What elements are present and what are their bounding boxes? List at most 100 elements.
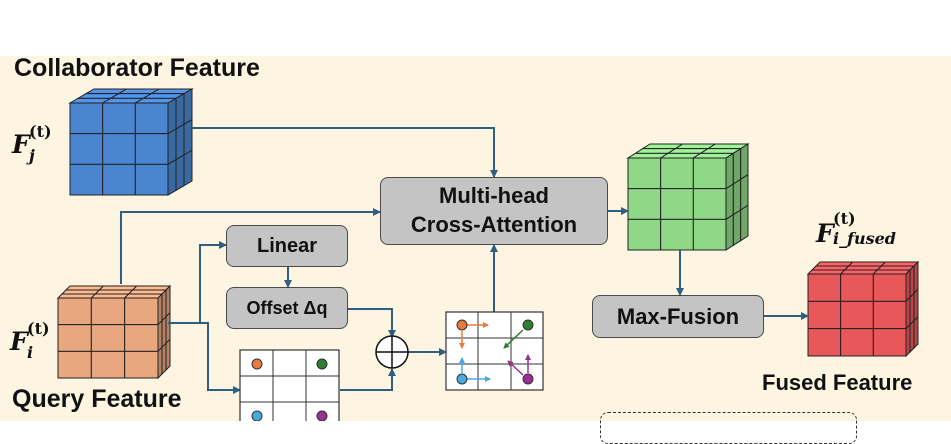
query-feature-cube-top-cell	[123, 293, 164, 299]
query-feature-cube-front-cell	[124, 297, 159, 326]
mhca-label-line2: Cross-Attention	[410, 212, 578, 237]
query-feature-cube-side-cell	[157, 346, 163, 380]
query-feature-cube-top-cell	[64, 285, 105, 291]
fused-feature-cube-side-cell	[913, 315, 919, 350]
deformed-point-green	[522, 319, 534, 331]
deformed-point-orange	[456, 319, 468, 331]
grid-point-green	[316, 358, 328, 370]
collaborator-feature-cube-front-cell	[102, 102, 136, 135]
collaborator-feature-cube-side-cell	[175, 123, 185, 161]
fi-base: F	[10, 327, 28, 356]
fused-feature-cube-front-cell	[840, 300, 874, 330]
query-feature-cube-front-cell	[57, 297, 92, 326]
query-feature-cube-top-cell	[127, 289, 168, 295]
attention-output-cube-side-cell	[725, 152, 734, 190]
query-feature-cube-side-cell	[161, 288, 167, 322]
attention-output-cube-side-cell	[732, 147, 742, 185]
deformed-point-purple	[522, 373, 534, 385]
fused-feature-cube-front-cell	[807, 300, 842, 330]
query-feature-cube-top-cell	[60, 289, 101, 295]
fused-feature-cube-top-cell	[872, 269, 912, 275]
collaborator-feature-cube-side-cell	[183, 88, 193, 126]
grid-point-blue	[251, 410, 263, 421]
collaborator-feature-cube-front-cell	[69, 133, 104, 165]
attention-output-cube-front-cell	[627, 157, 662, 190]
deformed-sampling-grid	[445, 311, 544, 391]
query-feature-cube-top-cell	[98, 285, 138, 291]
collaborator-feature-cube-side-cell	[167, 97, 177, 135]
fused-feature-cube-side-cell	[909, 264, 915, 299]
collaborator-feature-cube-side-cell	[183, 118, 193, 156]
fi-sub: i	[27, 343, 34, 362]
collaborator-feature-cube-front-cell	[134, 163, 169, 196]
attention-output-cube-side-cell	[725, 213, 734, 251]
attention-output-cube-side-cell	[732, 178, 742, 216]
query-feature-cube-front-cell	[124, 350, 159, 379]
arrow-offset-to-sum	[348, 308, 396, 338]
collaborator-feature-label: Collaborator Feature	[14, 54, 260, 82]
fused-feature-cube-side-cell	[905, 296, 911, 330]
collaborator-feature-cube-front-cell	[69, 163, 104, 196]
arrow-query-to-attention	[120, 208, 381, 284]
collaborator-feature-cube-side-cell	[175, 154, 185, 192]
fj-sup: (t)	[29, 122, 52, 141]
arrow-query-to-grid	[168, 322, 241, 394]
query-feature-label: Query Feature	[12, 385, 182, 413]
fused-feature-cube-side-cell	[909, 319, 915, 354]
attention-output-cube-side-cell	[732, 209, 742, 247]
query-feature-symbol: F (t) i	[10, 321, 50, 361]
query-feature-cube-front-cell	[90, 324, 126, 352]
ffused-base: F	[816, 219, 834, 248]
query-feature-cube-side-cell	[157, 292, 163, 326]
ffused-sup: (t)	[833, 209, 856, 228]
fused-feature-cube-front-cell	[840, 328, 874, 357]
fused-feature-cube-side-cell	[905, 268, 911, 303]
grid-point-purple	[316, 410, 328, 421]
collaborator-feature-cube-side-cell	[167, 158, 177, 196]
dashed-legend-box	[600, 412, 857, 444]
fused-feature-cube-side-cell	[909, 292, 915, 326]
attention-output-cube	[626, 143, 750, 251]
attention-output-cube-front-cell	[660, 218, 694, 251]
fused-feature-cube-front-cell	[872, 328, 907, 357]
collaborator-feature-cube-side-cell	[175, 92, 185, 130]
fused-feature-label: Fused Feature	[762, 370, 913, 395]
query-feature-cube-top-cell	[131, 285, 172, 291]
attention-output-cube-front-cell	[627, 218, 662, 251]
attention-output-cube-front-cell	[627, 188, 662, 220]
query-feature-cube-front-cell	[90, 297, 126, 326]
attention-output-cube-side-cell	[740, 173, 749, 211]
collaborator-feature-cube-front-cell	[69, 102, 104, 135]
attention-output-cube-side-cell	[740, 143, 749, 181]
fused-feature-cube-top-cell	[810, 265, 850, 271]
query-feature-cube	[56, 284, 172, 380]
attention-output-cube-front-cell	[692, 188, 727, 220]
fused-feature-cube-front-cell	[872, 300, 907, 330]
deformed-point-blue	[456, 373, 468, 385]
query-feature-cube-top-cell	[90, 293, 130, 299]
reference-points-grid	[239, 349, 340, 421]
fused-feature-cube-front-cell	[840, 273, 874, 302]
fused-feature-cube-front-cell	[872, 273, 907, 302]
mhca-label-line1: Multi-head	[439, 183, 549, 209]
collaborator-feature-cube-side-cell	[167, 128, 177, 166]
query-feature-cube-side-cell	[165, 284, 171, 318]
collaborator-feature-cube-front-cell	[102, 133, 136, 165]
query-feature-cube-top-cell	[56, 293, 97, 299]
query-feature-cube-front-cell	[57, 324, 92, 352]
attention-output-cube-front-cell	[692, 157, 727, 190]
query-feature-cube-side-cell	[161, 342, 167, 376]
fused-feature-cube-top-cell	[880, 261, 920, 267]
multi-head-cross-attention-box: Multi-head Cross-Attention	[380, 177, 608, 245]
arrow-query-to-linear	[168, 241, 227, 324]
collaborator-feature-cube-front-cell	[102, 163, 136, 196]
fused-feature-cube-top-cell	[839, 269, 879, 275]
grid-point-orange	[251, 358, 263, 370]
attention-output-cube-front-cell	[660, 157, 694, 190]
fused-feature-symbol: F (t) i_fused	[816, 211, 896, 248]
fused-feature-cube-top-cell	[814, 261, 854, 267]
query-feature-cube-front-cell	[90, 350, 126, 379]
query-feature-cube-front-cell	[57, 350, 92, 379]
fi-sup: (t)	[27, 319, 50, 338]
collaborator-feature-cube-front-cell	[134, 102, 169, 135]
